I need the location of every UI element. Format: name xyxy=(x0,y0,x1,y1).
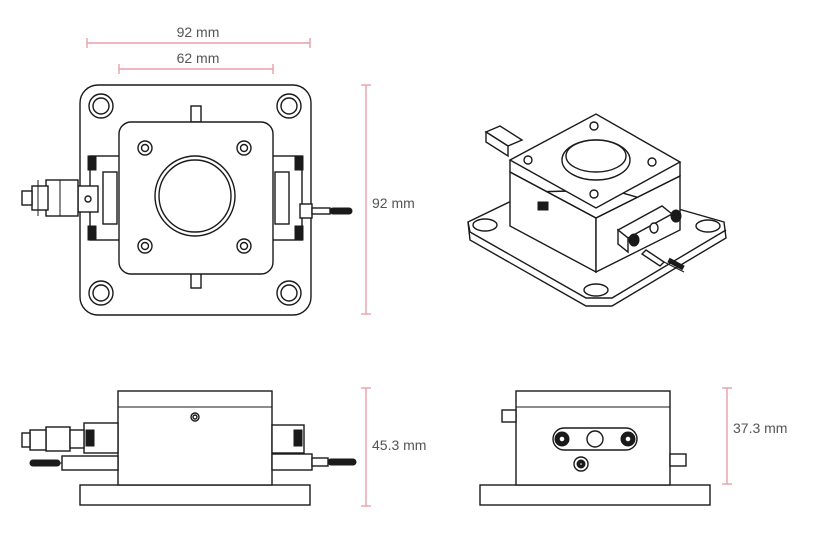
side-view: 37.3 mm xyxy=(479,387,787,506)
dimension-92-height: 92 mm xyxy=(361,84,415,315)
dim-label-92-height: 92 mm xyxy=(372,195,415,211)
dim-label-37-height: 37.3 mm xyxy=(733,420,787,436)
stage-screws xyxy=(137,140,252,254)
base-plate-holes xyxy=(88,93,302,306)
front-body xyxy=(117,390,273,486)
side-right-stub xyxy=(669,453,687,467)
dimension-45-height: 45.3 mm xyxy=(361,387,426,507)
isometric-view xyxy=(467,113,727,307)
top-tab xyxy=(190,105,202,123)
iso-right-actuator xyxy=(616,205,685,273)
left-actuator xyxy=(21,155,121,241)
front-left-actuator xyxy=(21,422,119,471)
side-base xyxy=(479,484,711,506)
dim-label-45-height: 45.3 mm xyxy=(372,437,426,453)
dimension-92-width: 92 mm xyxy=(86,24,311,48)
front-right-actuator xyxy=(271,424,357,471)
dim-label-92-width: 92 mm xyxy=(177,24,220,40)
dimension-37-height: 37.3 mm xyxy=(722,387,787,485)
aperture-inner xyxy=(158,159,232,233)
front-base xyxy=(79,484,311,506)
side-left-stub xyxy=(501,409,517,423)
right-actuator xyxy=(271,155,353,241)
iso-left-knob xyxy=(484,125,549,211)
top-view: 92 mm 62 mm 92 mm xyxy=(21,24,415,316)
dim-label-62-width: 62 mm xyxy=(177,50,220,66)
front-view: 45.3 mm xyxy=(21,387,426,507)
dimension-62-width: 62 mm xyxy=(118,50,274,74)
side-actuator-plate xyxy=(552,427,638,451)
